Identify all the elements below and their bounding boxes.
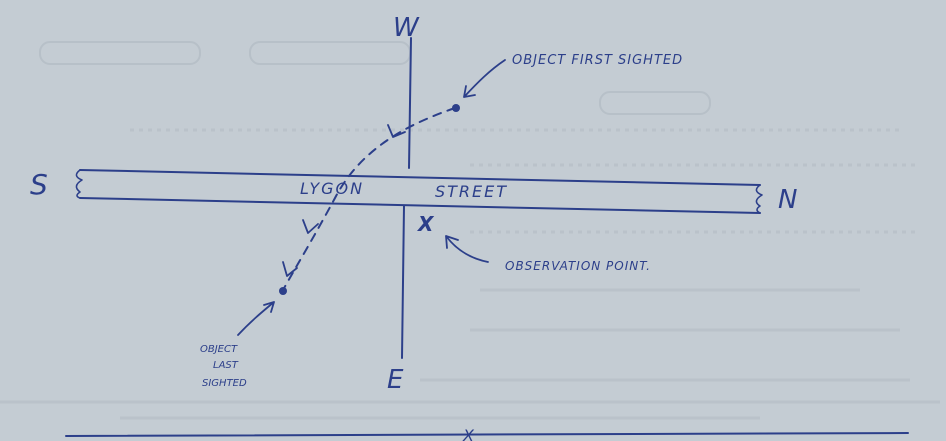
observation-point-mark: X	[416, 212, 435, 236]
last-sighted-point	[279, 287, 287, 295]
compass-east-label: E	[387, 365, 404, 395]
first-sighted-label: OBJECT FIRST SIGHTED	[512, 53, 683, 68]
street-top-edge	[79, 169, 761, 186]
lygon-street	[75, 169, 763, 214]
street-name-part2: STREET	[435, 182, 508, 201]
first-sighted-pointer	[463, 59, 506, 98]
first-sighted-point	[452, 104, 460, 112]
observation-pointer	[445, 235, 489, 263]
last-sighted-label-line2: LAST	[213, 360, 239, 371]
west-east-axis-lower	[401, 205, 405, 359]
bottom-rule-mark: X	[462, 426, 475, 441]
last-sighted-label-line3: SIGHTED	[202, 378, 247, 389]
observation-point-label: OBSERVATION POINT.	[505, 259, 651, 273]
compass-north-label: N	[778, 185, 797, 215]
bottom-rule	[65, 432, 909, 437]
street-south-break	[75, 169, 83, 199]
path-arrow-middle	[302, 219, 319, 234]
compass-south-label: S	[30, 168, 48, 201]
street-bottom-edge	[79, 197, 761, 214]
last-sighted-pointer	[237, 301, 275, 336]
compass-west-label: W	[393, 13, 420, 43]
last-sighted-label-line1: OBJECT	[200, 344, 238, 355]
street-name-part1: LYGON	[300, 179, 364, 198]
path-arrow-lower	[282, 261, 298, 277]
path-arrow-upper	[387, 124, 406, 138]
object-path	[282, 107, 456, 291]
street-north-break	[755, 184, 763, 214]
west-east-axis-upper	[408, 37, 412, 169]
